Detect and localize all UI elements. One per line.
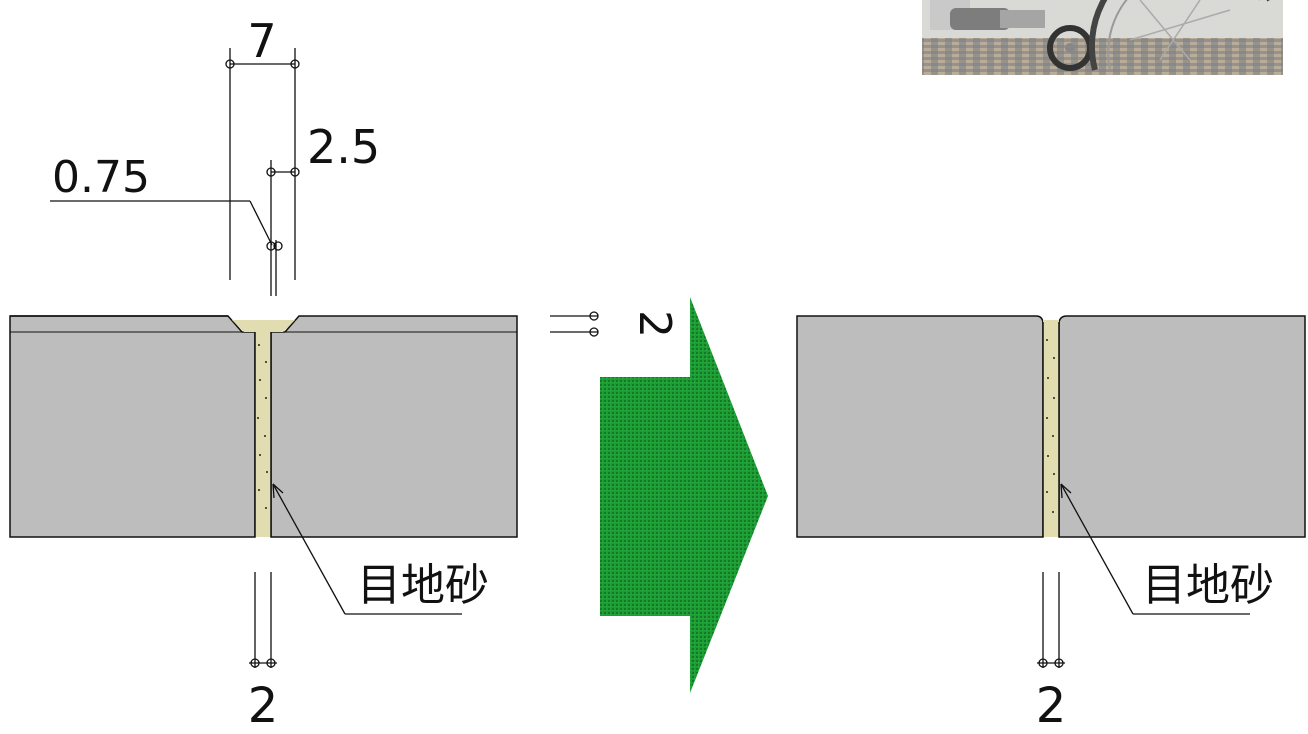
right-dim-2-width xyxy=(1037,572,1065,668)
right-detail: 2 目地砂 xyxy=(796,315,1306,734)
left-leader xyxy=(272,483,462,615)
dim-2-depth-label: 2 xyxy=(629,310,680,338)
right-paver-right xyxy=(1058,315,1306,538)
dim-2-width-label: 2 xyxy=(248,678,279,729)
wheelchair-photo xyxy=(922,0,1283,75)
right-joint-label: 目地砂 xyxy=(1142,560,1274,611)
right-dim-2-width-label: 2 xyxy=(1036,678,1067,729)
right-paver-left xyxy=(796,315,1044,538)
right-leader xyxy=(1060,483,1250,615)
right-joint-sand xyxy=(1043,320,1059,537)
left-joint-sand xyxy=(232,320,295,537)
dim-0-75-label: 0.75 xyxy=(52,152,150,203)
dim-2-5 xyxy=(266,160,300,296)
dim-7-label: 7 xyxy=(247,14,276,68)
dim-2-depth xyxy=(550,311,599,337)
dim-2-5-label: 2.5 xyxy=(307,120,380,174)
dim-2-width xyxy=(249,572,277,668)
dim-7 xyxy=(225,48,300,280)
left-detail: 7 2.5 0.75 2 2 xyxy=(9,14,680,734)
right-arrow-icon xyxy=(600,297,768,693)
left-paver-right xyxy=(270,315,518,538)
left-joint-label: 目地砂 xyxy=(357,560,489,611)
left-paver-left xyxy=(9,315,256,538)
dim-0-75 xyxy=(50,200,283,296)
